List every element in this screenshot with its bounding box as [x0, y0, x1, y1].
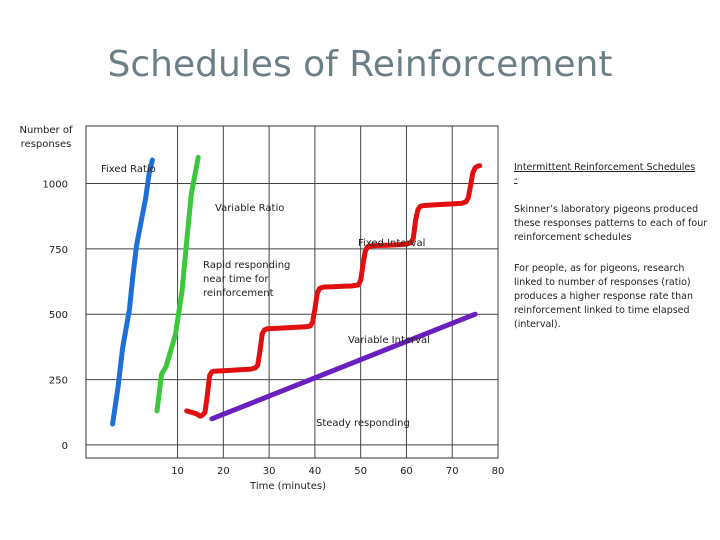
y-tick-label: 0	[62, 441, 68, 452]
series-line-fixed-ratio	[110, 157, 155, 427]
sidebar-heading-dash: -	[514, 174, 518, 185]
series-line-variable-ratio	[154, 154, 201, 414]
y-tick-label: 500	[49, 310, 68, 321]
series-line-variable-interval	[209, 311, 478, 422]
y-tick-label: 750	[49, 245, 68, 256]
y-axis-label: Number of responses	[19, 125, 73, 150]
y-tick-label: 1000	[43, 180, 68, 191]
annotation-label: Variable Interval	[348, 335, 430, 346]
y-tick-label: 250	[49, 376, 68, 387]
annotation-label: Variable Ratio	[215, 203, 284, 214]
sidebar-heading: Intermittent Reinforcement Schedules -	[514, 161, 710, 185]
x-tick-label: 80	[492, 466, 505, 477]
annotation-label: Steady responding	[316, 418, 410, 429]
x-tick-label: 50	[354, 466, 367, 477]
series-line-fixed-interval	[184, 163, 483, 419]
x-tick-label: 30	[263, 466, 276, 477]
annotation-label: Fixed Ratio	[101, 164, 156, 175]
sidebar-paragraph-1: Skinner’s laboratory pigeons produced th…	[514, 204, 708, 243]
x-tick-label: 40	[309, 466, 322, 477]
sidebar-heading-text: Intermittent Reinforcement Schedules	[514, 162, 696, 173]
x-tick-label: 70	[446, 466, 459, 477]
x-tick-label: 60	[400, 466, 413, 477]
x-tick-label: 10	[171, 466, 184, 477]
annotation-label: Fixed Interval	[358, 238, 425, 249]
sidebar-paragraph-2: For people, as for pigeons, research lin…	[514, 263, 694, 330]
x-tick-label: 20	[217, 466, 230, 477]
slide-title: Schedules of Reinforcement	[107, 44, 613, 85]
x-axis-label: Time (minutes)	[250, 481, 326, 492]
